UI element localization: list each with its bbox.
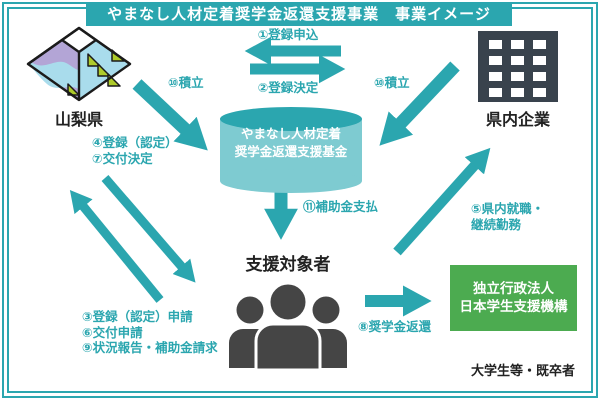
fund-label-line1: やまなし人材定着 [240,127,341,141]
flow-grant-apply: ⑥交付申請 [82,325,143,340]
flow-subsidy-payment: ⑪補助金支払 [303,200,379,214]
flow-recipient-apply: ③登録（認定）申請 [82,310,193,324]
flow-repayment: ⑧奨学金返還 [358,320,432,334]
yamanashi-logo-icon [26,26,132,102]
flow-deposit-left: ⑩積立 [168,76,204,90]
fund-cylinder-icon [220,107,362,193]
fund-label: やまなし人材定着 奨学金返還支援基金 [221,125,361,161]
flow-register-grant-group: ④登録（認定） ⑦交付決定 [92,136,178,167]
fund-label-line2: 奨学金返還支援基金 [234,145,348,159]
flow-employment-line1: ⑤県内就職・ [471,202,545,216]
flow-status-report: ⑨状況報告・補助金請求 [82,341,218,355]
people-group-icon [229,281,347,372]
arrow-pref-to-recipient [101,175,196,283]
jasso-line1: 独立行政法人 [473,281,554,296]
jasso-line2: 日本学生支援機構 [459,299,568,314]
building-icon [478,31,558,102]
arrow-deposit-right [379,61,460,146]
arrow-employment [393,147,491,256]
flow-deposit-right: ⑩積立 [374,76,410,90]
jasso-box: 独立行政法人 日本学生支援機構 [450,265,577,331]
flow-registration-apply: ①登録申込 [257,28,319,42]
title-bar: やまなし人材定着奨学金返還支援事業 事業イメージ [86,3,512,26]
flow-apply-report-group: ③登録（認定）申請 ⑥交付申請 ⑨状況報告・補助金請求 [82,310,218,357]
flow-recipient-register: ④登録（認定） [92,136,178,150]
flow-employment-group: ⑤県内就職・ 継続勤務 [471,202,544,233]
yamanashi-label: 山梨県 [54,112,103,129]
recipients-label: 支援対象者 [245,255,331,274]
arrow-recipient-to-pref [69,189,164,303]
flow-registration-decide: ②登録決定 [257,81,319,95]
arrow-deposit-left [132,79,208,151]
flow-employment-line2: 継続勤務 [471,217,522,232]
students-note: 大学生等・既卒者 [470,363,575,378]
companies-label: 県内企業 [485,112,550,129]
flow-grant-decide: ⑦交付決定 [92,151,153,166]
